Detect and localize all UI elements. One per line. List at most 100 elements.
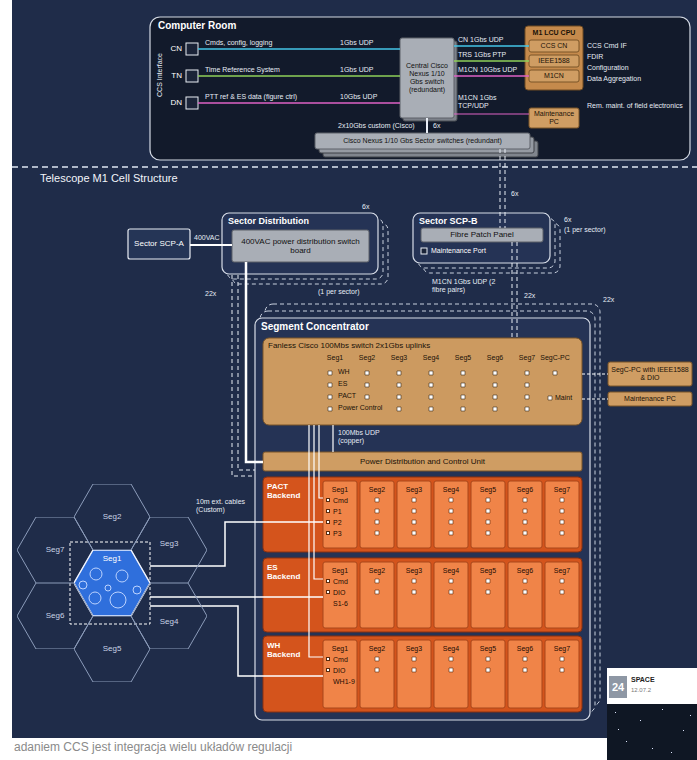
unit-box: Maintenance PC	[608, 392, 692, 406]
text-holder: Seg6	[17, 611, 93, 620]
cabinet-frame: Segment ConcentratorFanless Cisco 100Mbs…	[255, 318, 590, 720]
node-title: Segment Concentrator	[261, 321, 369, 333]
diagram-label: 10m ext. cables (Custom)	[196, 498, 254, 514]
hexagon-edge	[131, 583, 207, 649]
text-holder: Seg1	[74, 554, 150, 563]
text-holder: Seg7	[17, 545, 93, 554]
device-box: 400VAC power distribution switch board	[232, 230, 369, 262]
segment-hexagon: Seg2	[74, 484, 150, 550]
node-title: Seg2	[74, 512, 150, 521]
text-holder: Computer Room	[158, 20, 236, 32]
label-holder: Seg6	[487, 354, 503, 362]
backend-box-fill	[263, 477, 582, 552]
connector-line	[190, 244, 232, 246]
node-title: Fibre Patch Panel	[450, 230, 514, 239]
segment-cell-fill	[471, 640, 505, 708]
label-holder: Configuration	[587, 64, 629, 72]
node-title: Seg1	[323, 562, 357, 576]
node-title: Seg2	[360, 562, 394, 576]
text-holder: ES Backend	[267, 563, 307, 581]
text-holder: Segment Concentrator	[261, 321, 369, 333]
space-photo	[607, 704, 697, 760]
segment-cell: Seg4	[434, 562, 468, 628]
node-title: DN	[170, 98, 182, 107]
label-holder: ES	[338, 380, 347, 388]
label-holder: SPACE	[631, 676, 655, 684]
connector-label: M1CN 10Gbs UDP	[458, 66, 517, 74]
hexagon-outline	[131, 583, 207, 649]
diagram-label: PTT ref & ES data (figure ctrl)	[205, 93, 297, 101]
node-title: Maintenance Port	[431, 247, 486, 255]
unit-box-fill	[608, 362, 692, 386]
label-holder: CN 1Gbs UDP	[458, 36, 504, 44]
label-holder: Seg1	[327, 354, 343, 362]
hexagon-edge	[74, 616, 150, 682]
segment-cell: Seg7	[545, 640, 579, 708]
connector-label: 2x10Gbs custom (Cisco)	[338, 122, 415, 130]
segment-cell: Seg3	[397, 481, 431, 548]
label-holder: CCS Cmd IF	[587, 42, 627, 50]
unit-box: Power Distribution and Control Unit	[263, 452, 582, 471]
mirror-segment-fill	[74, 550, 150, 616]
connector-label: M1CN 1Gbs UDP (2 fibre pairs)	[432, 278, 507, 294]
segment-cell: Seg4	[434, 640, 468, 708]
node-text: P2	[323, 517, 357, 528]
power-line	[232, 275, 255, 476]
node-title: Seg7	[17, 545, 93, 554]
port-square: TN	[186, 70, 198, 82]
label-holder: Power Control	[338, 404, 382, 412]
node-title: M1CN	[544, 72, 564, 80]
segment-cell-fill	[397, 481, 431, 548]
connector-label: 400VAC	[194, 234, 220, 242]
node-title: Computer Room	[158, 20, 236, 32]
text-holder: Fanless Cisco 100Mbs switch 2x1Gbs uplin…	[268, 341, 430, 350]
unit-box: Maintenance PC	[529, 108, 579, 128]
connector-line	[314, 425, 323, 579]
segment-cell: Seg4	[434, 481, 468, 548]
connector-label: TRS 1Gbs PTP	[458, 51, 506, 59]
stack-outline	[260, 311, 595, 713]
switch-box-fill	[263, 338, 582, 425]
node-title: Seg6	[17, 611, 93, 620]
label-holder: 2x10Gbs custom (Cisco)	[338, 122, 415, 130]
port-square-fill	[421, 248, 427, 254]
diagram-label: adaniem CCS jest integracja wielu układó…	[14, 741, 292, 755]
connector-line	[454, 45, 529, 47]
segment-cell-fill	[434, 640, 468, 708]
segment-cell-fill	[545, 562, 579, 628]
diagram-label: 6x	[433, 122, 440, 130]
hexagon-outline	[131, 517, 207, 583]
segment-hexagon: Seg7	[17, 517, 93, 583]
port-dots	[375, 498, 564, 672]
segment-cell-fill	[323, 481, 357, 548]
label-holder: Rem. maint. of field electronics	[587, 102, 685, 110]
segment-cell: Seg5	[471, 562, 505, 628]
label-holder: SegC-PC	[540, 354, 570, 362]
node-title: Seg6	[508, 640, 542, 654]
segment-cell: Seg1CmdDIO S1-6	[323, 562, 357, 628]
segment-hexagon: Seg1	[74, 550, 150, 616]
label-holder: Seg4	[423, 354, 439, 362]
unit-box-fill	[608, 392, 692, 406]
connector-line	[150, 606, 323, 676]
segment-cell-fill	[434, 481, 468, 548]
segment-cell-fill	[508, 562, 542, 628]
node-title: CN	[170, 44, 182, 53]
label-holder: 100Mbs UDP (copper)	[338, 429, 400, 445]
text-holder: CN	[170, 44, 182, 53]
node-title: Seg7	[545, 481, 579, 495]
node-text: Cmd	[323, 576, 357, 587]
label-holder: TRS 1Gbs PTP	[458, 51, 506, 59]
diagram-label: Seg3	[391, 354, 407, 362]
cabinet-frame-fill	[255, 318, 590, 720]
node-title: Central Cisco Nexus 1/10 Gbs switch (red…	[403, 62, 451, 94]
diagram-label: FDIR	[587, 53, 603, 61]
device-box-fill	[421, 228, 543, 242]
actuator-circle	[105, 585, 111, 591]
segment-hexagon: Seg3	[131, 517, 207, 583]
connector-line	[500, 149, 501, 228]
diagram-label: 6x	[564, 216, 571, 224]
label-holder: Maint	[555, 394, 572, 402]
label-holder: 6x	[511, 190, 518, 198]
segment-cell: Seg2	[360, 562, 394, 628]
